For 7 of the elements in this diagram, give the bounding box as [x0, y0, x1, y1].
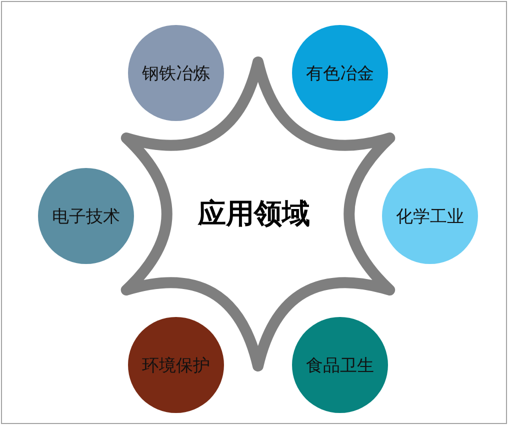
topic-label: 有色冶金 — [306, 62, 374, 84]
topic-label: 电子技术 — [52, 206, 120, 228]
topic-label: 钢铁冶炼 — [142, 62, 210, 84]
topic-label: 化学工业 — [396, 206, 464, 228]
topic-label: 环境保护 — [142, 354, 210, 376]
center-title: 应用领域 — [198, 196, 310, 232]
topic-label: 食品卫生 — [306, 354, 374, 376]
